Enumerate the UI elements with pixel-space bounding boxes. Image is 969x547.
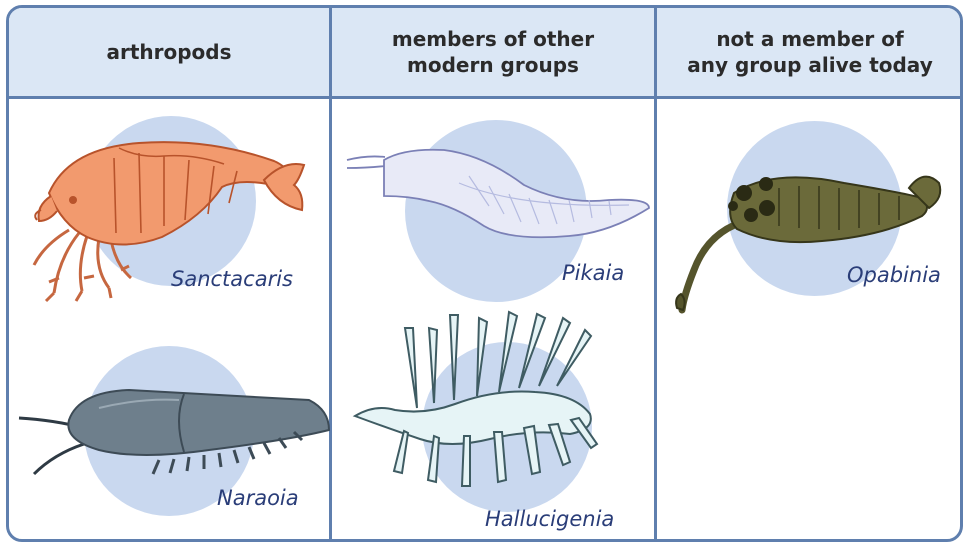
label-sanctacaris: Sanctacaris — [171, 267, 293, 291]
label-pikaia: Pikaia — [562, 261, 624, 285]
label-opabinia: Opabinia — [847, 263, 941, 287]
label-hallucigenia: Hallucigenia — [485, 507, 614, 531]
label-naraoia: Naraoia — [217, 486, 299, 510]
classification-table: arthropods members of other modern group… — [6, 5, 963, 542]
opabinia-icon — [9, 8, 960, 539]
